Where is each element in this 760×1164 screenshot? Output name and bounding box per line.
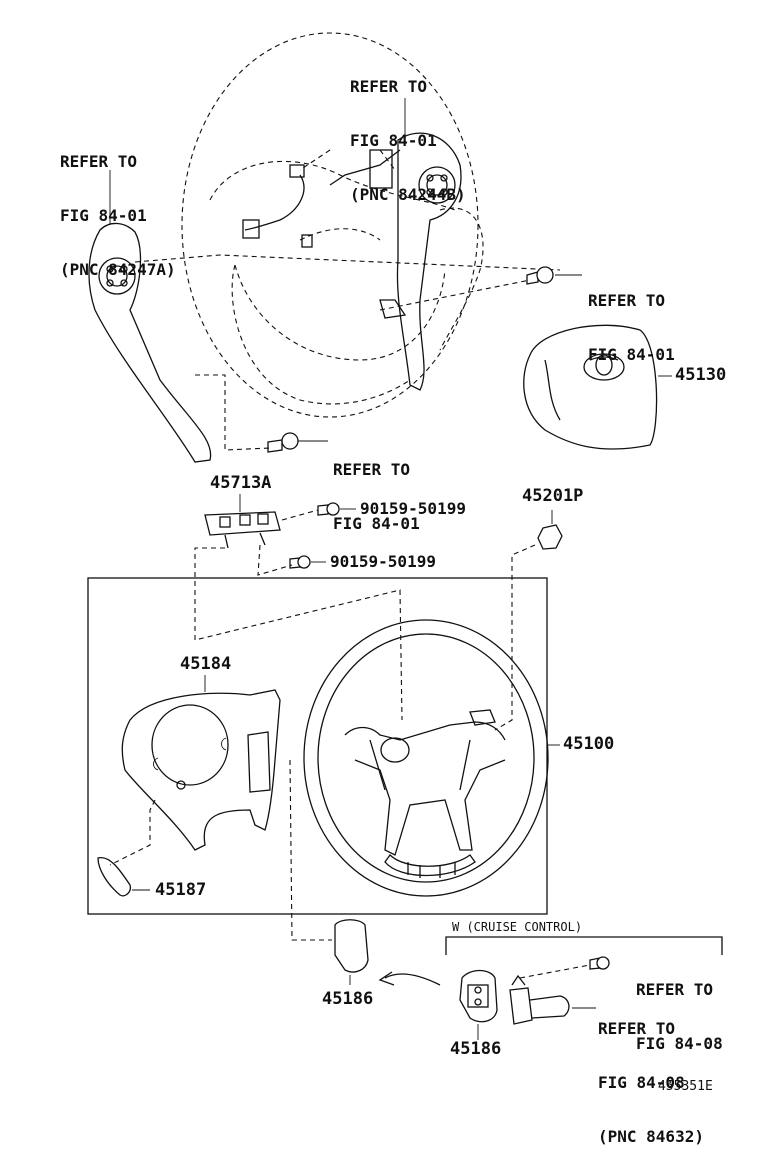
bolt-right [526,266,582,285]
direction-arrow [378,971,441,986]
bolt-lower [267,432,328,453]
part-number-45130[interactable]: 45130 [675,365,727,385]
leader-45186-left [289,759,332,941]
ref-cruise-upper: REFER TO FIG 84-08 [636,945,723,1071]
ref-lower-bolt: REFER TO FIG 84-01 [333,425,420,551]
cruise-bracket [445,936,723,955]
part-number-45186-right[interactable]: 45186 [450,1039,502,1059]
ref-top-left: REFER TO FIG 84-01 (PNC 84247A) [60,117,176,297]
part-number-90159-lower[interactable]: 90159-50199 [330,552,436,571]
ref-line: REFER TO [350,77,428,96]
ref-line: (PNC 84244B) [350,185,466,204]
screw-lower [289,555,326,569]
part-number-45184[interactable]: 45184 [180,654,232,674]
nut-45201p [537,510,563,550]
screw-upper [317,502,356,516]
right-spoke-cover [396,132,462,391]
part-number-90159-upper[interactable]: 90159-50199 [360,499,466,518]
part-number-45186-left[interactable]: 45186 [322,989,374,1009]
cruise-switch [509,974,570,1025]
leader-bolt-lower [195,374,271,451]
leader-bolt-right [379,279,531,311]
ref-line: (PNC 84247A) [60,260,176,279]
ref-line: FIG 84-01 [333,514,420,533]
ref-line: FIG 84-01 [350,131,437,150]
ref-line: FIG 84-01 [588,345,675,364]
ref-line: REFER TO [60,152,138,171]
leader-bracket [194,547,403,721]
wire-harness [242,149,407,319]
part-number-45187[interactable]: 45187 [155,880,207,900]
ref-line: REFER TO [598,1019,676,1038]
part-number-45713a[interactable]: 45713A [210,473,272,493]
ref-right-bolt: REFER TO FIG 84-01 [588,256,675,382]
ref-cruise-lower: REFER TO FIG 84-08 (PNC 84632) [598,984,704,1164]
illustration-code: 455351E [658,1079,713,1094]
ref-line: REFER TO [636,980,714,999]
cover-45187 [97,857,150,897]
screw-cruise [589,956,610,970]
leader-90159-lower [257,544,293,576]
leader-cruise-screw [519,964,591,979]
switch-cover-45186-left [334,919,369,985]
lower-cover-45184 [121,675,281,851]
ref-line: FIG 84-08 [636,1034,723,1053]
parts-diagram [87,32,723,1040]
ref-top-center: REFER TO FIG 84-01 (PNC 84244B) [350,42,466,222]
ref-line: REFER TO [333,460,411,479]
ref-line: FIG 84-01 [60,206,147,225]
leader-left-cover [134,254,561,271]
steering-wheel-45100 [303,619,560,897]
leader-90159-upper [281,509,319,521]
cruise-control-label: W (CRUISE CONTROL) [452,920,583,934]
airbag-module [523,324,672,450]
leader-45187 [109,799,156,866]
part-number-45100[interactable]: 45100 [563,734,615,754]
part-number-45201p[interactable]: 45201P [522,486,584,506]
ref-line: (PNC 84632) [598,1127,704,1146]
ref-line: REFER TO [588,291,666,310]
bracket-45713a [204,494,281,549]
switch-cover-45186-right [459,969,498,1040]
left-spoke-cover [88,222,212,463]
leader-nut [494,544,536,731]
ref-line: FIG 84-08 [598,1073,685,1092]
assembly-frame [87,577,548,915]
